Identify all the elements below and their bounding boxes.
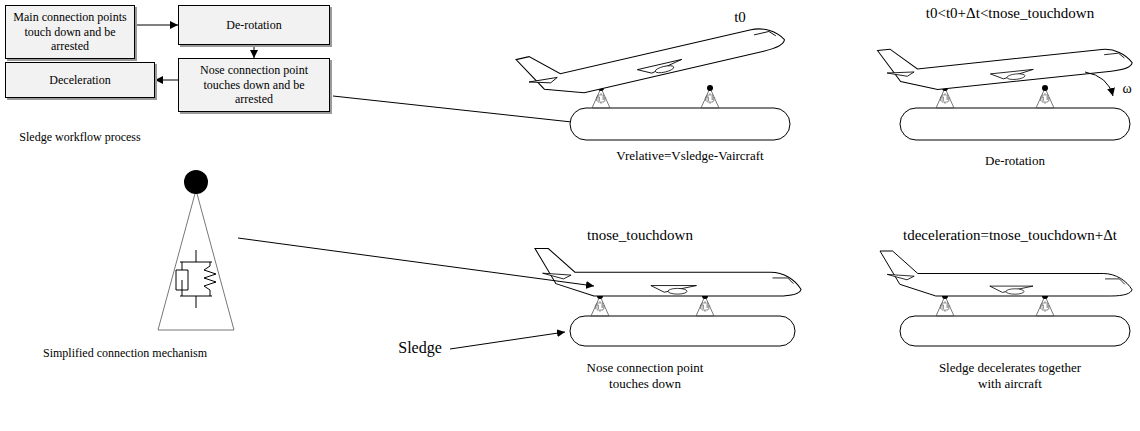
sledge [570, 108, 790, 140]
connection-point [1036, 85, 1054, 108]
aircraft [516, 0, 786, 106]
process-box: Main connection points touch down and be… [5, 5, 135, 59]
connection-mechanism [158, 170, 234, 330]
annotation-label: tdeceleration=tnose_touchdown+Δt [903, 226, 1117, 244]
box-text: Nose connection point touches down and b… [184, 63, 324, 106]
annotation-label: Simplified connection mechanism [43, 346, 207, 360]
annotation-label: t0<t0+Δt<tnose_touchdown [926, 4, 1094, 22]
flow-arrow [135, 25, 178, 26]
rotation-arrow [1085, 72, 1113, 96]
leader-line [450, 332, 565, 349]
process-box: Deceleration [5, 62, 155, 98]
annotation-label: Vrelative=Vsledge-Vaircraft [616, 148, 763, 164]
annotation-label: t0 [734, 8, 746, 26]
annotation-label: ω [1122, 81, 1131, 98]
annotation-label: tnose_touchdown [587, 226, 693, 244]
sledge [900, 316, 1130, 346]
aircraft [877, 24, 1132, 95]
sledge [570, 316, 795, 346]
box-text: De-rotation [226, 18, 281, 32]
annotation-label: Sledge decelerates together with aircraf… [930, 360, 1090, 391]
connection-point [701, 85, 719, 108]
scene-t0 [516, 0, 790, 140]
flow-arrow [155, 80, 178, 81]
annotation-label: Sledge [398, 338, 442, 357]
leader-line [333, 96, 590, 124]
scene-deceleration [880, 251, 1132, 346]
annotation-label: Sledge workflow process [19, 130, 140, 144]
scene-nose-touchdown [535, 249, 801, 347]
aircraft [535, 249, 801, 297]
drawing-part [184, 170, 208, 194]
process-box: De-rotation [178, 5, 330, 45]
box-text: Deceleration [49, 73, 110, 87]
flow-arrow [254, 45, 255, 58]
leader-line [238, 238, 594, 286]
annotation-label: Nose connection point touches down [570, 360, 720, 391]
aircraft [880, 251, 1132, 296]
annotation-label: De-rotation [985, 153, 1045, 169]
drawing-part [158, 190, 234, 330]
box-text: Main connection points touch down and be… [11, 10, 129, 53]
sledge [900, 108, 1130, 140]
drawing-part [176, 250, 216, 308]
process-box: Nose connection point touches down and b… [178, 58, 330, 112]
scene-derotation [877, 24, 1132, 140]
